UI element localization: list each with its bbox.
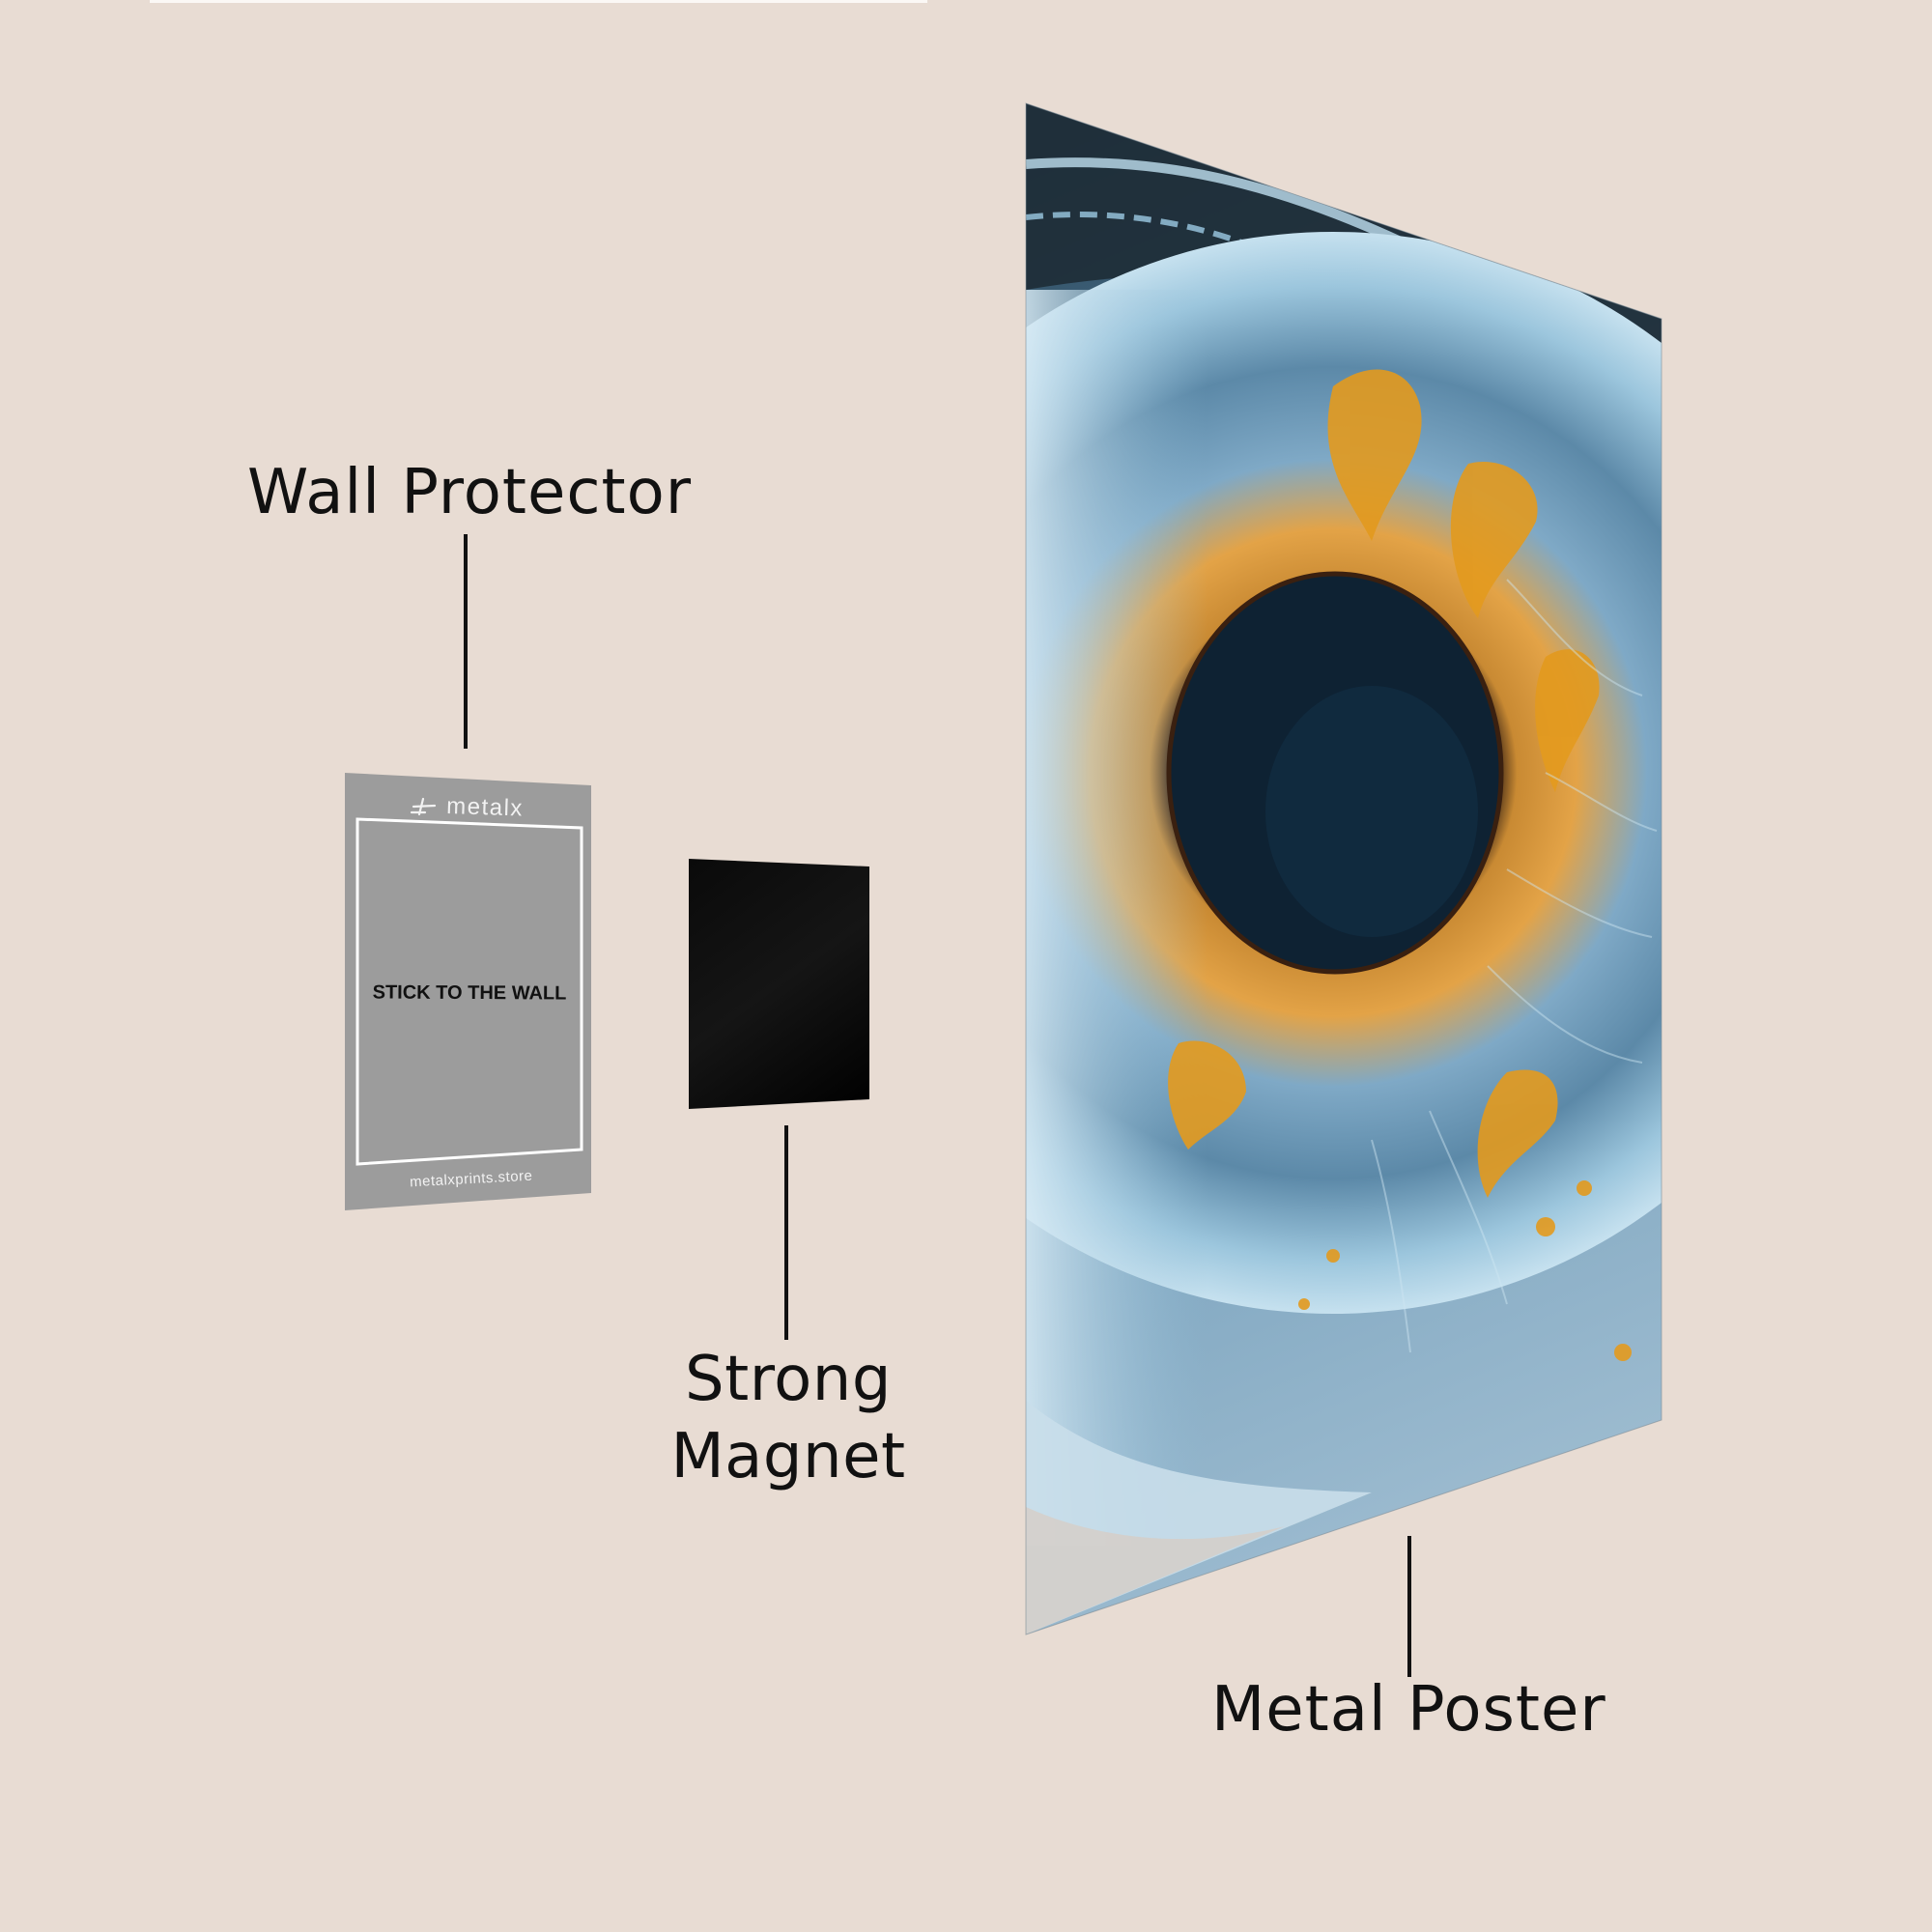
magnet-plate [689, 859, 869, 1109]
metal-poster [1025, 102, 1662, 1635]
strong-magnet-label-line2: Magnet [670, 1421, 906, 1492]
metalx-logo-icon [410, 797, 437, 816]
top-edge-strip [150, 0, 927, 3]
strong-magnet [689, 859, 869, 1109]
strong-magnet-label: Strong Magnet [663, 1341, 914, 1495]
metal-poster-label: Metal Poster [1211, 1674, 1606, 1746]
strong-magnet-connector-line [784, 1125, 788, 1340]
protector-brand-name: metalx [446, 793, 524, 821]
protector-instruction-text: STICK TO THE WALL [373, 981, 567, 1004]
poster-artwork [1026, 103, 1662, 1634]
wall-protector-connector-line [464, 534, 468, 749]
wall-protector-sheet [345, 773, 591, 1210]
wall-protector: metalx STICK TO THE WALL metalxprints.st… [345, 773, 591, 1210]
wall-protector-inner-frame [355, 817, 583, 1166]
wall-protector-label: Wall Protector [247, 457, 693, 528]
poster-edge [1025, 102, 1662, 1635]
metal-poster-connector-line [1407, 1536, 1411, 1677]
strong-magnet-label-line1: Strong [685, 1344, 892, 1415]
protector-website-text: metalxprints.store [410, 1168, 533, 1191]
